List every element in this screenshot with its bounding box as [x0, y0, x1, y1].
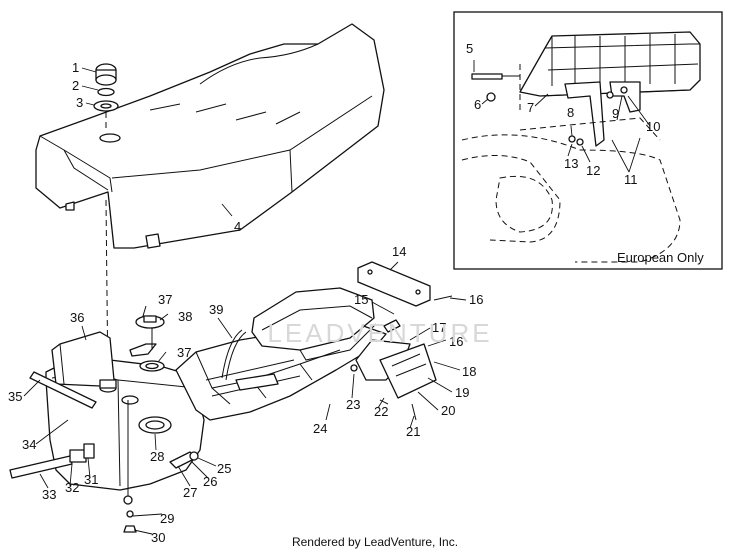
fuel-cap-stack — [81, 63, 233, 391]
callout-17: 17 — [432, 320, 446, 335]
callout-28: 28 — [150, 449, 164, 464]
callout-11: 11 — [624, 172, 638, 187]
callout-39: 39 — [209, 302, 223, 317]
callout-37a: 37 — [158, 292, 172, 307]
callout-31: 31 — [84, 472, 98, 487]
callout-6: 6 — [474, 97, 481, 112]
callout-15: 15 — [354, 292, 368, 307]
callout-10: 10 — [646, 119, 660, 134]
callout-21: 21 — [406, 424, 420, 439]
callout-12: 12 — [586, 163, 600, 178]
callout-37b: 37 — [177, 345, 191, 360]
inset-label: European Only — [617, 250, 704, 265]
callout-2: 2 — [72, 78, 79, 93]
callout-36: 36 — [70, 310, 84, 325]
callout-26: 26 — [203, 474, 217, 489]
callout-7: 7 — [527, 100, 534, 115]
callout-16a: 16 — [469, 292, 483, 307]
callout-32: 32 — [65, 480, 79, 495]
seat — [35, 23, 385, 249]
callout-33: 33 — [42, 487, 56, 502]
callout-14: 14 — [392, 244, 406, 259]
fuel-tank — [9, 325, 217, 535]
callout-38: 38 — [178, 309, 192, 324]
callout-3: 3 — [76, 95, 83, 110]
callout-35: 35 — [8, 389, 22, 404]
callout-25: 25 — [217, 461, 231, 476]
footer-credit: Rendered by LeadVenture, Inc. — [291, 535, 459, 549]
callout-19: 19 — [455, 385, 469, 400]
european-inset — [453, 11, 723, 270]
callout-24: 24 — [313, 421, 327, 436]
fuel-sender — [135, 305, 169, 363]
callout-1: 1 — [72, 60, 79, 75]
callout-5: 5 — [466, 41, 473, 56]
callout-34: 34 — [22, 437, 36, 452]
callout-16b: 16 — [449, 334, 463, 349]
callout-9: 9 — [612, 106, 619, 121]
callout-23: 23 — [346, 397, 360, 412]
license-bracket — [355, 261, 467, 429]
callout-8: 8 — [567, 105, 574, 120]
callout-18: 18 — [462, 364, 476, 379]
callout-29: 29 — [160, 511, 174, 526]
callout-20: 20 — [441, 403, 455, 418]
watermark: LEADVENTURE — [267, 318, 493, 348]
callout-13: 13 — [564, 156, 578, 171]
callout-4: 4 — [234, 219, 241, 234]
frame — [175, 287, 387, 421]
callout-30: 30 — [151, 530, 165, 545]
callout-22: 22 — [374, 404, 388, 419]
callout-27: 27 — [183, 485, 197, 500]
